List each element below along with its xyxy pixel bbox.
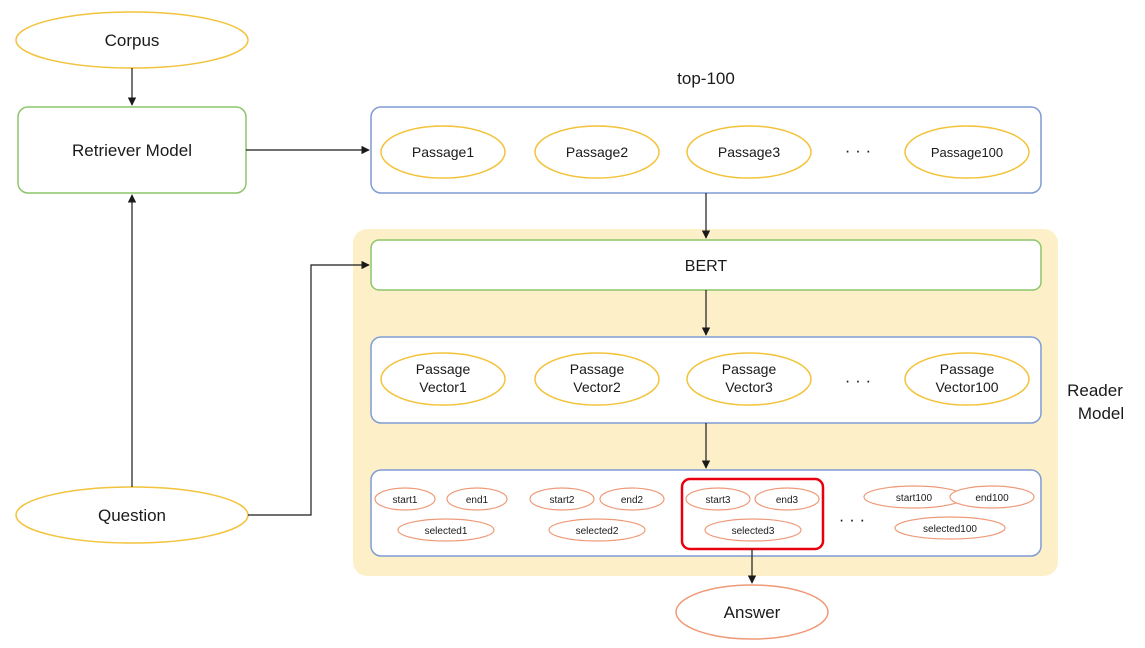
span-start-label: start100 — [896, 493, 933, 504]
reader-model-label: Reader — [1067, 381, 1123, 400]
span-start-ellipse — [685, 487, 751, 511]
vector-ellipse — [686, 352, 812, 406]
bert-label: BERT — [685, 258, 728, 275]
vector-label: Vector100 — [935, 379, 998, 395]
span-row: start1 end1 selected1 start2 end2 select… — [374, 485, 1035, 542]
vector-label: Passage — [940, 361, 995, 377]
span-end-ellipse — [599, 487, 665, 511]
span-end-ellipse — [446, 487, 508, 511]
vector-ellipse — [380, 352, 506, 406]
span-end-ellipse — [949, 485, 1035, 509]
vector-label: Passage — [416, 361, 471, 377]
vector-label: Passage — [722, 361, 777, 377]
answer-node — [675, 584, 829, 640]
retriever-model-label: Retriever Model — [72, 141, 192, 160]
span-selected-ellipse — [397, 518, 495, 542]
span-selected-ellipse — [704, 518, 802, 542]
span-selected-label: selected100 — [923, 524, 977, 535]
corpus-label: Corpus — [105, 31, 160, 50]
answer-label: Answer — [724, 603, 781, 622]
span-ellipsis: · · · — [839, 510, 865, 529]
span-end-label: end100 — [975, 493, 1009, 504]
question-label: Question — [98, 506, 166, 525]
vector-label: Vector3 — [725, 379, 773, 395]
top-100-label: top-100 — [677, 69, 735, 88]
vector-row: Passage Vector1 Passage Vector2 Passage … — [380, 352, 1030, 406]
passage-ellipsis: · · · — [845, 141, 871, 160]
vector-ellipse — [904, 352, 1030, 406]
span-selected-ellipse — [894, 516, 1006, 540]
vector-label: Passage — [570, 361, 625, 377]
span-start-ellipse — [529, 487, 595, 511]
span-selected-label: selected2 — [576, 526, 619, 537]
passage-ellipse — [686, 125, 812, 179]
span-start-ellipse — [374, 487, 436, 511]
span-selected-label: selected1 — [425, 526, 468, 537]
span-end-label: end1 — [466, 495, 489, 506]
vector-label: Vector1 — [419, 379, 467, 395]
passage-row: Passage1 Passage2 Passage3 · · · Passage… — [380, 125, 1030, 179]
span-end-label: end2 — [621, 495, 644, 506]
passage-ellipse — [380, 125, 506, 179]
question-to-bert-arrow — [248, 260, 370, 516]
passage-label: Passage100 — [931, 145, 1003, 160]
span-start-label: start3 — [705, 495, 730, 506]
span-selected-ellipse — [548, 518, 646, 542]
passage-label: Passage2 — [566, 144, 628, 160]
passage-label: Passage3 — [718, 144, 780, 160]
span-start-label: start2 — [549, 495, 574, 506]
connectors — [127, 68, 757, 584]
span-start-label: start1 — [392, 495, 417, 506]
reader-model-label: Model — [1078, 404, 1124, 423]
vector-ellipse — [534, 352, 660, 406]
passage-ellipse — [534, 125, 660, 179]
span-end-label: end3 — [776, 495, 799, 506]
span-predictions-box — [370, 469, 1042, 557]
span-selected-label: selected3 — [732, 526, 775, 537]
vector-ellipsis: · · · — [845, 371, 871, 390]
span-end-ellipse — [754, 487, 820, 511]
passage-ellipse — [904, 125, 1030, 179]
vector-label: Vector2 — [573, 379, 621, 395]
passage-label: Passage1 — [412, 144, 474, 160]
